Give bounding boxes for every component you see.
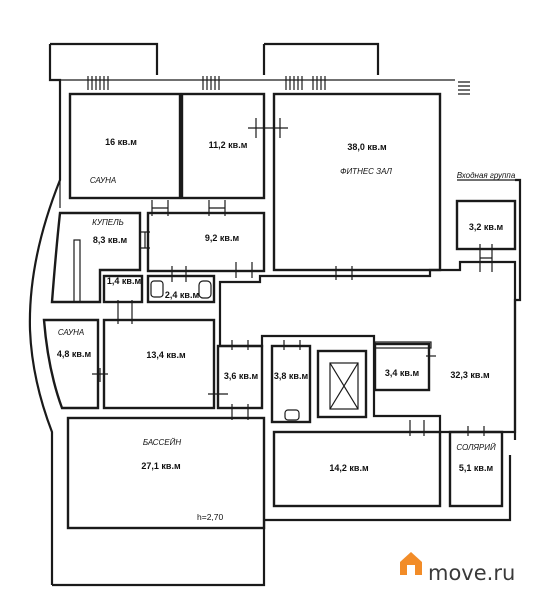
- room-3-4: [373, 342, 431, 392]
- room-sauna-4-8-name: САУНА: [58, 328, 84, 337]
- room-pool-area: 27,1 кв.м: [141, 461, 181, 471]
- rooms: [42, 92, 517, 530]
- room-14-2-area: 14,2 кв.м: [329, 463, 369, 473]
- room-solarium-name: СОЛЯРИЙ: [456, 443, 496, 452]
- window-marks: [87, 76, 470, 95]
- room-3-8-area: 3,8 кв.м: [274, 371, 309, 381]
- corridor-outline: [218, 260, 517, 434]
- room-32-3-area: 32,3 кв.м: [450, 370, 490, 380]
- room-11-2-area: 11,2 кв.м: [209, 140, 248, 150]
- room-fitness-area: 38,0 кв.м: [347, 142, 387, 152]
- fixtures: [73, 239, 432, 421]
- move-ru-watermark: move.ru: [400, 552, 515, 585]
- room-entry-3-2: [455, 199, 517, 251]
- room-labels: 16 кв.м САУНА 11,2 кв.м 38,0 кв.м ФИТНЕС…: [57, 137, 516, 522]
- room-3-8: [270, 344, 312, 424]
- room-solarium: [448, 430, 504, 508]
- room-3-4-area: 3,4 кв.м: [385, 368, 420, 378]
- elevator-shaft: [316, 349, 368, 419]
- outer-walls: [28, 42, 522, 587]
- room-fitness: [272, 92, 442, 272]
- watermark-text: move.ru: [428, 561, 515, 585]
- room-solarium-area: 5,1 кв.м: [459, 463, 494, 473]
- door-marks: [92, 118, 493, 436]
- room-pool-name: БАССЕЙН: [143, 438, 181, 447]
- room-13-4: [102, 318, 216, 410]
- room-3-6: [216, 344, 264, 410]
- room-kupel-name: КУПЕЛЬ: [92, 218, 124, 227]
- room-3-6-area: 3,6 кв.м: [224, 371, 259, 381]
- room-sauna-4-8-area: 4,8 кв.м: [57, 349, 92, 359]
- room-2-4-area: 2,4 кв.м: [165, 290, 200, 300]
- room-sauna-4-8: [42, 318, 100, 410]
- stair-box: [374, 341, 432, 349]
- room-sauna-16: [68, 92, 182, 200]
- room-1-4-area: 1,4 кв.м: [107, 276, 142, 286]
- room-1-4: [102, 274, 144, 304]
- room-13-4-area: 13,4 кв.м: [146, 350, 186, 360]
- room-entry-area: 3,2 кв.м: [469, 222, 504, 232]
- house-logo-icon: [400, 552, 422, 575]
- room-9-2: [146, 211, 266, 273]
- room-kupel-area: 8,3 кв.м: [93, 235, 128, 245]
- wc-fixture: [284, 409, 300, 421]
- room-pool: [66, 416, 266, 530]
- room-fitness-name: ФИТНЕС ЗАЛ: [340, 167, 392, 176]
- room-11-2: [180, 92, 266, 200]
- bench-fixture: [73, 239, 81, 303]
- toilet-fixture: [198, 280, 212, 299]
- room-14-2: [272, 430, 442, 508]
- sink-fixture: [150, 280, 164, 298]
- room-sauna-16-area: 16 кв.м: [105, 137, 137, 147]
- room-9-2-area: 9,2 кв.м: [205, 233, 240, 243]
- ceiling-height-note: h=2,70: [197, 512, 224, 522]
- room-entry-name: Входная группа: [457, 171, 516, 180]
- room-sauna-16-name: САУНА: [90, 176, 116, 185]
